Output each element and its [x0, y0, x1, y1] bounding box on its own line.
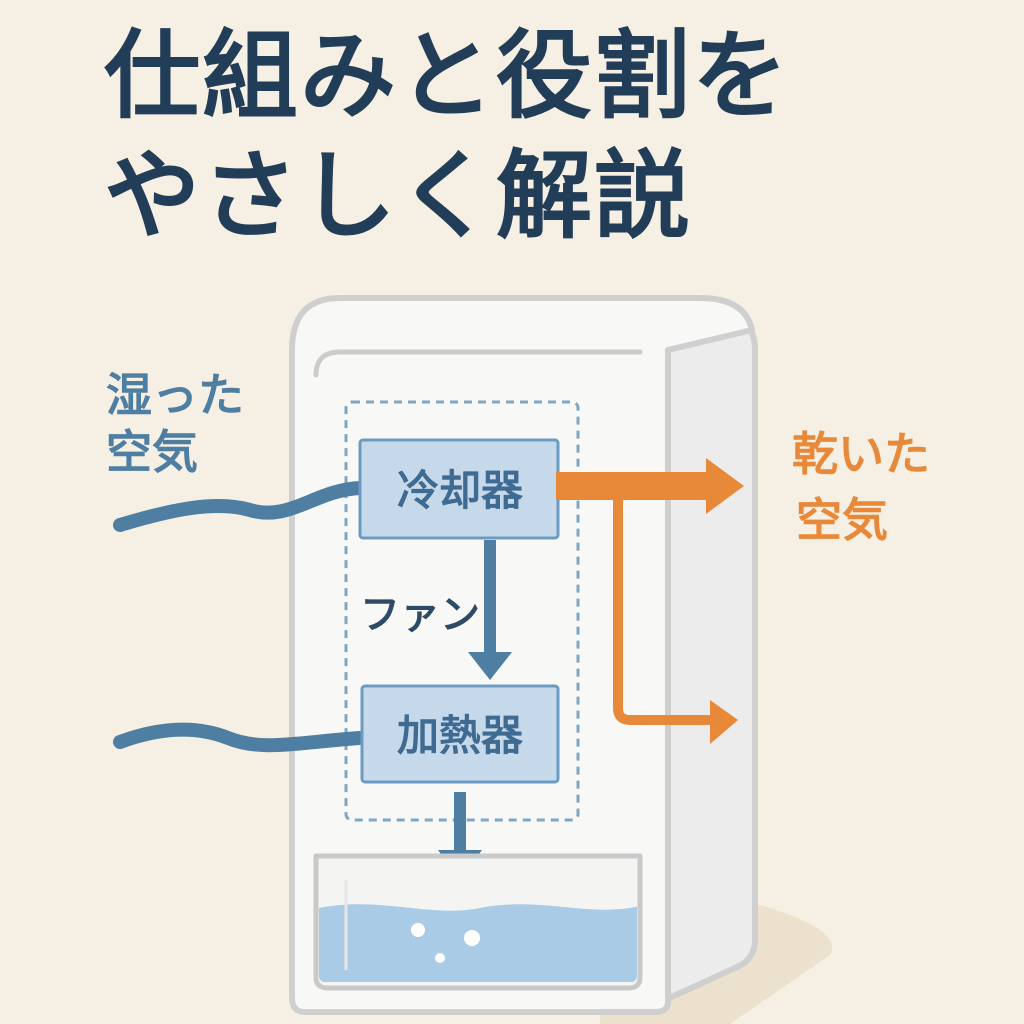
- heater-box: [360, 684, 560, 784]
- humid-air-label-line-1: 湿った: [106, 368, 244, 422]
- cooler-label: 冷却器: [397, 466, 524, 515]
- dry-air-flow: [556, 458, 744, 744]
- water-tank-icon: [313, 853, 643, 991]
- page-title-line-1: 仕組みと役割を: [104, 20, 790, 132]
- dry-air-arrowhead-icon: [706, 458, 744, 514]
- heater-label: 加熱器: [397, 711, 524, 760]
- fan-label: ファン: [360, 592, 480, 638]
- humid-air-wave-top: [113, 481, 367, 532]
- dry-air-label-line-1: 乾いた: [792, 427, 930, 481]
- humid-air-label-line-2: 空気: [106, 425, 198, 479]
- device-top-line: [313, 349, 643, 378]
- flow-arrowhead-down-icon: [468, 652, 512, 680]
- page-title-line-2: やさしく解説: [104, 140, 692, 252]
- dry-air-arrowhead-icon: [710, 700, 738, 744]
- dry-air-label-line-2: 空気: [796, 493, 888, 547]
- device-side-panel: [662, 308, 758, 1003]
- humid-air-wave-bottom: [113, 722, 367, 753]
